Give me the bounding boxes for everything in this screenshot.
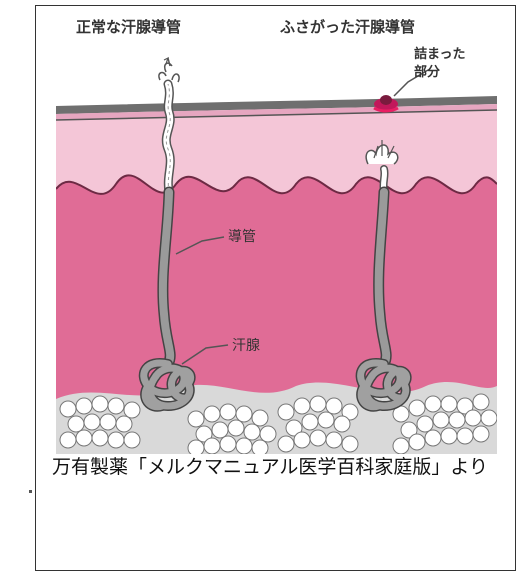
- label-duct: 導管: [228, 229, 256, 245]
- label-blocked-part-line1: 詰まった: [414, 46, 465, 62]
- diagram-svg: 正常な汗腺導管 ふさがった汗腺導管 詰まった 部分 導管 汗腺: [56, 14, 497, 454]
- figure-caption: 万有製薬「メルクマニュアル医学百科家庭版」より: [52, 448, 492, 486]
- title-normal-duct: 正常な汗腺導管: [76, 18, 181, 36]
- label-blocked-part-line2: 部分: [414, 64, 440, 80]
- figure-frame: 正常な汗腺導管 ふさがった汗腺導管 詰まった 部分 導管 汗腺: [35, 5, 516, 571]
- lower-dermis: [56, 175, 497, 414]
- title-blocked-duct: ふさがった汗腺導管: [280, 18, 415, 36]
- margin-dot: [29, 490, 32, 493]
- label-sweat-gland: 汗腺: [232, 338, 260, 354]
- sweat-duct-diagram: 正常な汗腺導管 ふさがった汗腺導管 詰まった 部分 導管 汗腺: [56, 14, 497, 454]
